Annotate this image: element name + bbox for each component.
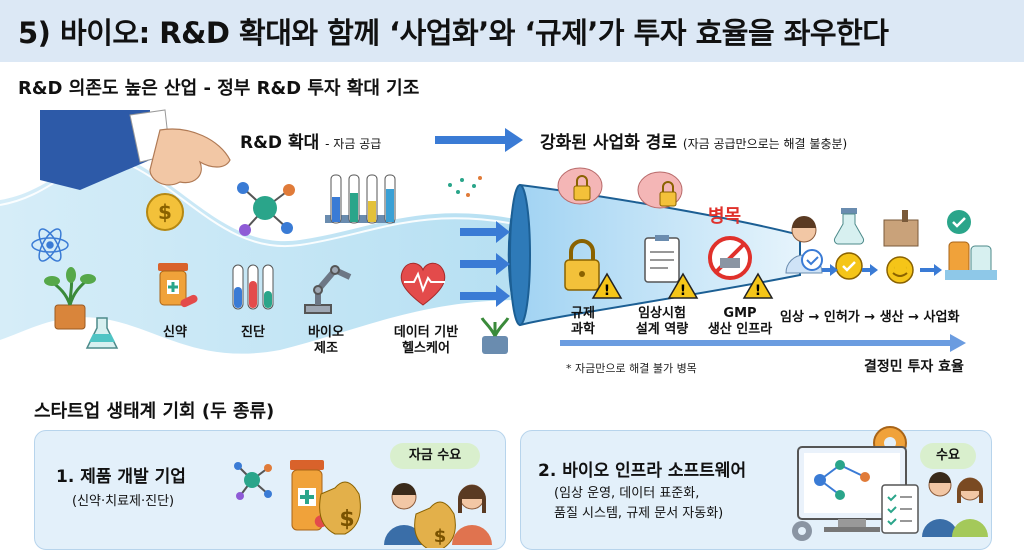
section-heading-startup: 스타트업 생태계 기회 (두 종류) [34, 401, 275, 422]
section-heading-rd: R&D 의존도 높은 산업 - 정부 R&D 투자 확대 기조 [18, 78, 420, 99]
sector-label-diagnostics: 진단 [241, 325, 265, 340]
bottleneck-footnote: * 자금만으로 해결 불가 병목 [566, 362, 697, 375]
card1-subtitle: (신약·치료제·진단) [72, 494, 175, 509]
rd-expansion-label: R&D 확대 - 자금 공급 [240, 128, 381, 153]
title-bar [0, 0, 1024, 62]
barrier-label-gmp: GMP 생산 인프라 [707, 306, 773, 337]
card1-illustration: $ $ [234, 460, 492, 548]
process-flow-label: 임상 → 인허가 → 생산 → 사업화 [780, 310, 960, 325]
card1-title: 1. 제품 개발 기업 [56, 467, 186, 487]
card1-badge: 자금 수요 [390, 443, 480, 469]
page-title: 5) 바이오: R&D 확대와 함께 ‘사업화’와 ‘규제’가 투자 효율을 좌… [18, 16, 889, 50]
svg-text:!: ! [680, 283, 686, 299]
result-label: 결정민 투자 효율 [864, 359, 964, 375]
sector-label-data-healthcare: 데이터 기반 헬스케어 [393, 325, 459, 356]
card2-badge: 수요 [920, 443, 976, 469]
commercialization-path-title: 강화된 사업화 경로 [540, 133, 677, 153]
card2-illustration [792, 426, 988, 541]
commercialization-path-label: 강화된 사업화 경로 (자금 공급만으로는 해결 불충분) [540, 128, 847, 153]
barrier-label-regulatory-science: 규제 과학 [571, 306, 595, 337]
svg-text:$: $ [434, 526, 447, 547]
svg-text:$: $ [339, 507, 354, 532]
rd-expansion-title: R&D 확대 [240, 133, 320, 153]
svg-text:!: ! [604, 283, 610, 299]
sector-label-bio-manufacturing: 바이오 제조 [308, 325, 344, 356]
svg-text:!: ! [755, 283, 761, 299]
sector-label-drug: 신약 [163, 325, 187, 340]
bottleneck-label: 병목 [708, 206, 742, 227]
card2-title: 2. 바이오 인프라 소프트웨어 [538, 461, 747, 481]
commercialization-path-sub: (자금 공급만으로는 해결 불충분) [682, 137, 848, 151]
barrier-label-clinical-trial: 임상시험 설계 역량 [635, 306, 689, 337]
rd-flow-illustration: $ [0, 109, 997, 354]
card2-subtitle: (임상 운영, 데이터 표준화, 품질 시스템, 규제 문서 자동화) [554, 486, 724, 521]
rd-expansion-sub: - 자금 공급 [325, 137, 382, 151]
svg-text:$: $ [158, 200, 172, 224]
